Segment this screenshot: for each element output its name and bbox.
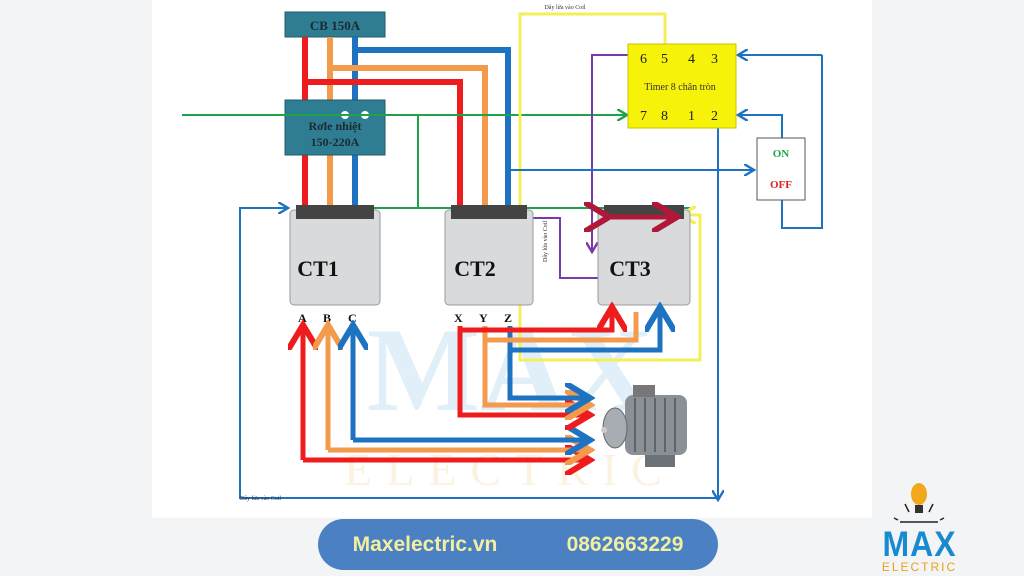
svg-text:4: 4: [688, 52, 695, 67]
max-electric-logo: MAX ELECTRIC: [872, 480, 967, 576]
svg-text:Y: Y: [479, 311, 488, 325]
svg-text:CT3: CT3: [609, 256, 651, 281]
svg-text:X: X: [454, 311, 463, 325]
contactor-ct2: CT2: [444, 205, 534, 306]
svg-text:3: 3: [711, 52, 718, 67]
svg-text:Dây lửa vào Coil: Dây lửa vào Coil: [543, 221, 549, 262]
lightbulb-icon: [893, 483, 945, 523]
website-link[interactable]: Maxelectric.vn: [352, 532, 498, 556]
svg-text:CB 150A: CB 150A: [310, 18, 361, 33]
contactor-ct3: CT3: [598, 205, 691, 306]
svg-text:C: C: [348, 311, 357, 325]
svg-text:150-220A: 150-220A: [311, 135, 360, 149]
contact-banner: Maxelectric.vn 0862663229: [318, 519, 718, 570]
wiring-diagram: MAX ELECTRIC CB 150A Rơle nhiệt 150-220A: [152, 0, 872, 518]
svg-text:Dây lửa vào Coil: Dây lửa vào Coil: [544, 5, 585, 11]
svg-text:CT1: CT1: [297, 256, 339, 281]
svg-text:B: B: [323, 311, 331, 325]
svg-text:Rơle nhiệt: Rơle nhiệt: [309, 119, 362, 133]
svg-text:A: A: [298, 311, 307, 325]
svg-text:7: 7: [640, 109, 647, 124]
svg-text:Z: Z: [504, 311, 512, 325]
svg-text:5: 5: [661, 52, 668, 67]
svg-text:1: 1: [688, 109, 695, 124]
svg-text:Timer 8 chân tròn: Timer 8 chân tròn: [644, 82, 716, 93]
on-off-switch: [756, 137, 806, 201]
svg-text:8: 8: [661, 109, 668, 124]
thermal-relay: [284, 99, 386, 156]
phone-number[interactable]: 0862663229: [566, 532, 684, 556]
svg-text:6: 6: [640, 52, 647, 67]
timer-8-pin: [627, 43, 737, 129]
svg-text:CT2: CT2: [454, 256, 496, 281]
svg-text:2: 2: [711, 109, 718, 124]
motor: [601, 385, 687, 467]
svg-text:Dây lửa vào Coil: Dây lửa vào Coil: [240, 496, 281, 502]
circuit-breaker: [284, 11, 386, 38]
contactor-ct1: CT1: [289, 205, 381, 306]
svg-text:OFF: OFF: [770, 179, 792, 191]
svg-text:ON: ON: [773, 148, 790, 160]
